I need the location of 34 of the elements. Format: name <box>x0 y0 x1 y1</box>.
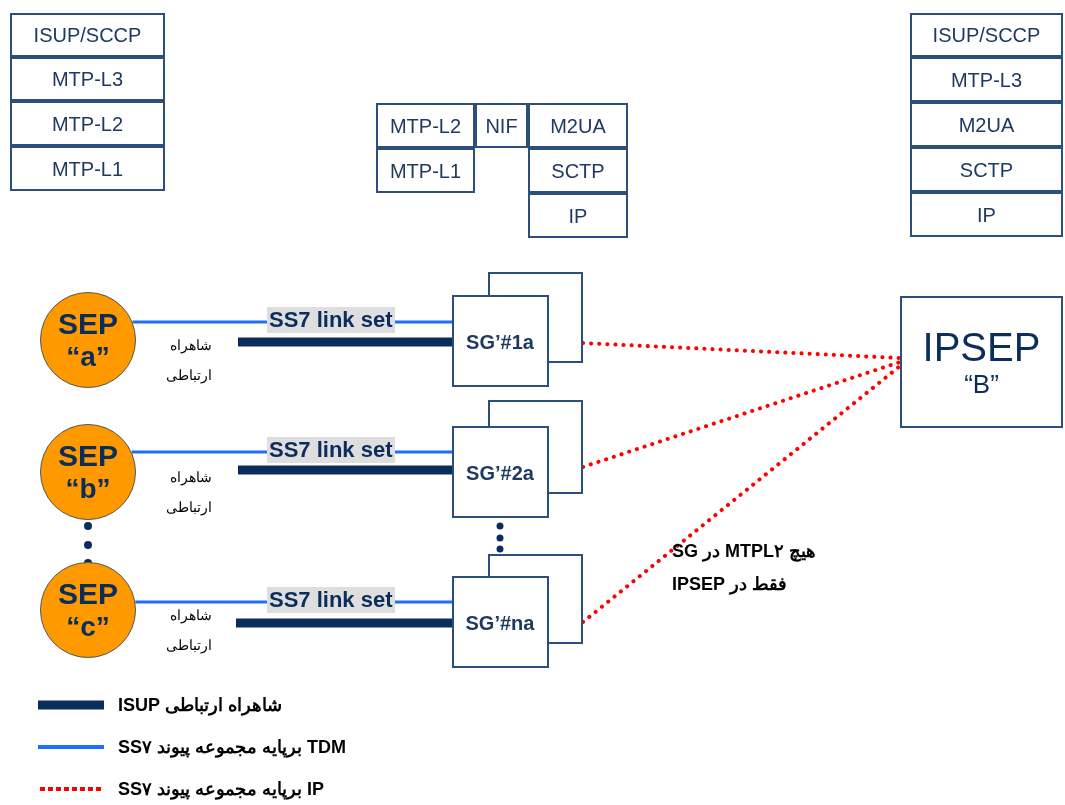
edge-label: SS7 link set <box>267 437 395 463</box>
link-line <box>238 465 452 475</box>
protocol-layer-label: IP <box>977 202 996 228</box>
protocol-layer-label: SCTP <box>959 157 1014 183</box>
protocol-layer-label: MTP-L3 <box>51 67 124 92</box>
link-line <box>236 618 452 628</box>
link-caption: شاهراه ارتباطی <box>165 468 212 518</box>
link-caption: شاهراه ارتباطی <box>165 606 212 656</box>
legend-text: شاهراه ارتباطی ISUP <box>118 693 283 718</box>
legend-text: TDM برپایه مجموعه پیوند SS۷ <box>118 735 347 760</box>
protocol-layer-label: M2UA <box>550 113 606 139</box>
legend-text: IP برپایه مجموعه پیوند SS۷ <box>118 777 325 802</box>
protocol-layer-label: MTP-L2 <box>389 113 462 139</box>
protocol-layer-label: NIF <box>485 113 518 139</box>
endpoint-label: “B” <box>964 371 999 397</box>
endpoint-label: IPSEP <box>922 327 1041 367</box>
protocol-layer-label: MTP-L2 <box>51 111 124 137</box>
gateway-label: SG’#1a <box>466 330 534 355</box>
link-line <box>238 337 452 347</box>
protocol-layer-label: MTP-L1 <box>51 156 124 182</box>
note-text: فقط در IPSEP <box>672 573 789 597</box>
protocol-layer-label: SCTP <box>551 158 605 184</box>
protocol-layer-label: ISUP/SCCP <box>33 23 142 48</box>
protocol-layer-label: ISUP/SCCP <box>932 23 1041 48</box>
protocol-layer-label: MTP-L1 <box>389 158 462 184</box>
edge-label: SS7 link set <box>267 307 395 333</box>
link-caption: شاهراه ارتباطی <box>165 336 212 386</box>
note-text: هیچ MTPL۲ در SG <box>672 540 817 564</box>
gateway-label: SG’#2a <box>466 461 534 486</box>
protocol-layer-label: M2UA <box>958 112 1015 138</box>
protocol-layer-label: MTP-L3 <box>950 67 1023 93</box>
gateway-label: SG’#na <box>465 611 535 636</box>
edge-label: SS7 link set <box>267 587 395 613</box>
protocol-layer-label: IP <box>568 203 588 229</box>
